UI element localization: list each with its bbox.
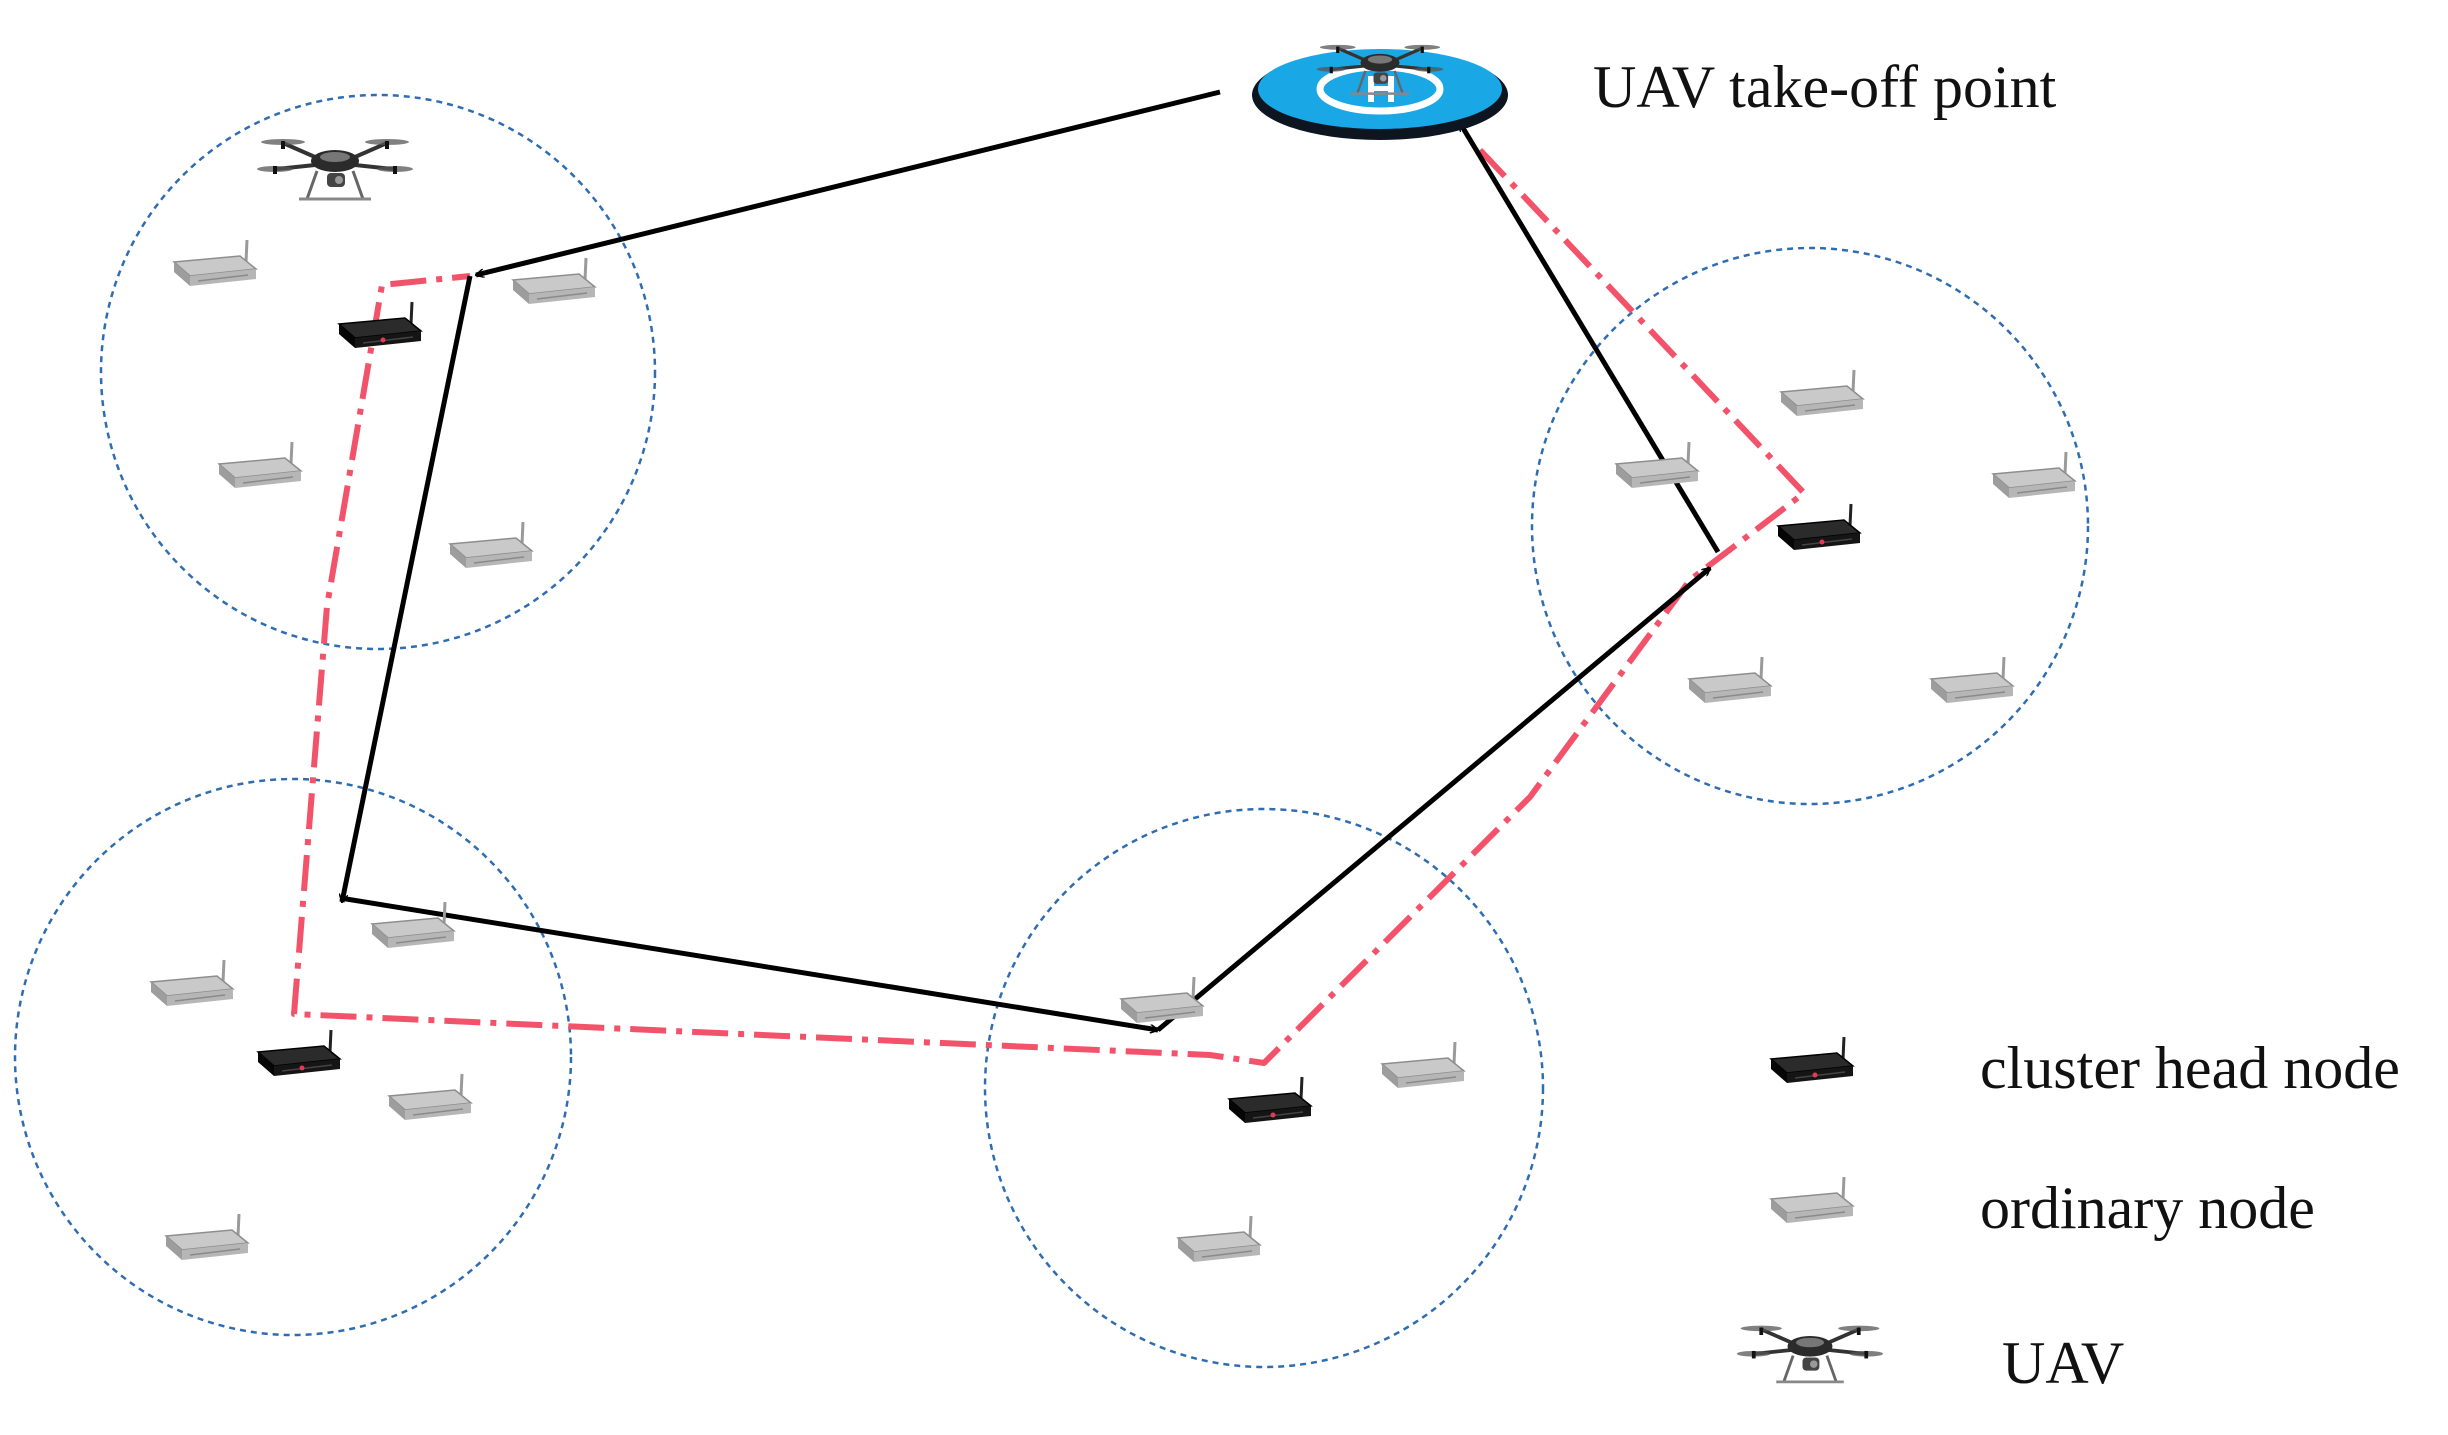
uav-legend-icon <box>1735 1323 1885 1384</box>
ordinary-node <box>149 958 235 1008</box>
takeoff-label: UAV take-off point <box>1593 54 2057 120</box>
cluster-boundary-3 <box>983 807 1545 1369</box>
legend-cluster-head-label: cluster head node <box>1980 1035 2400 1101</box>
ordinary-node <box>1991 450 2077 500</box>
cluster-4-nodes <box>1614 368 2077 705</box>
ordinary-node <box>1779 368 1865 418</box>
ordinary-node <box>217 440 303 490</box>
flight-leg-3 <box>339 895 1158 1030</box>
ordinary-node <box>1687 655 1773 705</box>
ordinary-node <box>1380 1040 1466 1090</box>
cluster-2-nodes <box>149 900 473 1262</box>
legend-uav-label: UAV <box>2002 1330 2124 1396</box>
ordinary-node-icon <box>1769 1175 1855 1225</box>
ordinary-node <box>1176 1214 1262 1264</box>
ordinary-node <box>1119 975 1205 1025</box>
flight-leg-1 <box>476 89 1221 275</box>
ordinary-node <box>387 1072 473 1122</box>
cluster-head-node <box>1227 1075 1313 1125</box>
cluster-boundary-2 <box>13 777 573 1337</box>
uav-flight-path <box>339 89 1721 1032</box>
cluster-boundary-4 <box>1530 246 2090 806</box>
flight-leg-2 <box>342 275 473 902</box>
ordinary-node <box>164 1212 250 1262</box>
ordinary-node <box>448 520 534 570</box>
legend-ordinary-node-label: ordinary node <box>1980 1175 2315 1241</box>
cluster-boundary-1 <box>99 93 657 651</box>
cluster-head-node <box>1776 502 1862 552</box>
takeoff-landing-pad <box>1252 43 1508 140</box>
ordinary-node <box>172 238 258 288</box>
cluster-1-nodes <box>172 238 597 570</box>
ordinary-node <box>1929 655 2015 705</box>
cluster-head-node-icon <box>1769 1035 1855 1085</box>
legend: cluster head node ordinary node UAV <box>1735 1035 2400 1396</box>
uav-icon <box>255 137 415 201</box>
cluster-head-node <box>256 1028 342 1078</box>
cluster-boundaries <box>13 93 2090 1369</box>
data-collection-path <box>291 147 1807 1066</box>
flight-leg-4 <box>1156 566 1710 1032</box>
flight-leg-5 <box>1457 123 1721 554</box>
